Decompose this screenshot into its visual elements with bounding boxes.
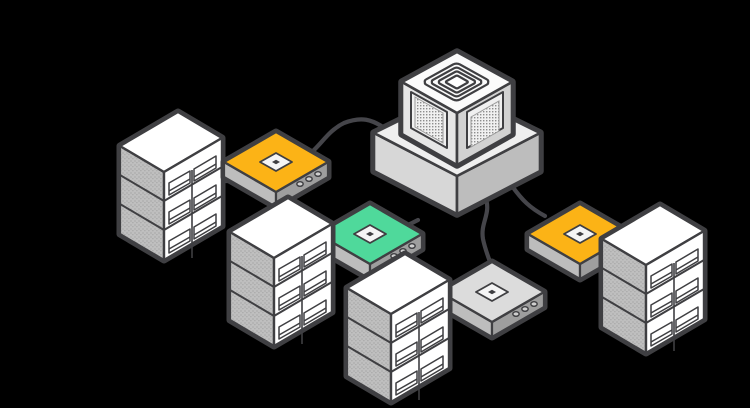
central-hub[interactable]: Central Hub (370, 40, 544, 218)
switch-gray-bottom[interactable]: Gray Network Switch (Bottom) (438, 250, 544, 337)
hub-grille-left-icon (410, 91, 448, 149)
switch-yellow-left[interactable]: Yellow Network Switch (Left) (222, 120, 328, 207)
hub-grille-right-icon (466, 91, 504, 149)
cable-hub-to-yellow-right (509, 183, 548, 219)
hub-top-rings-icon (423, 62, 490, 102)
switch-green-center[interactable]: Green Network Switch (Center) (316, 192, 422, 279)
